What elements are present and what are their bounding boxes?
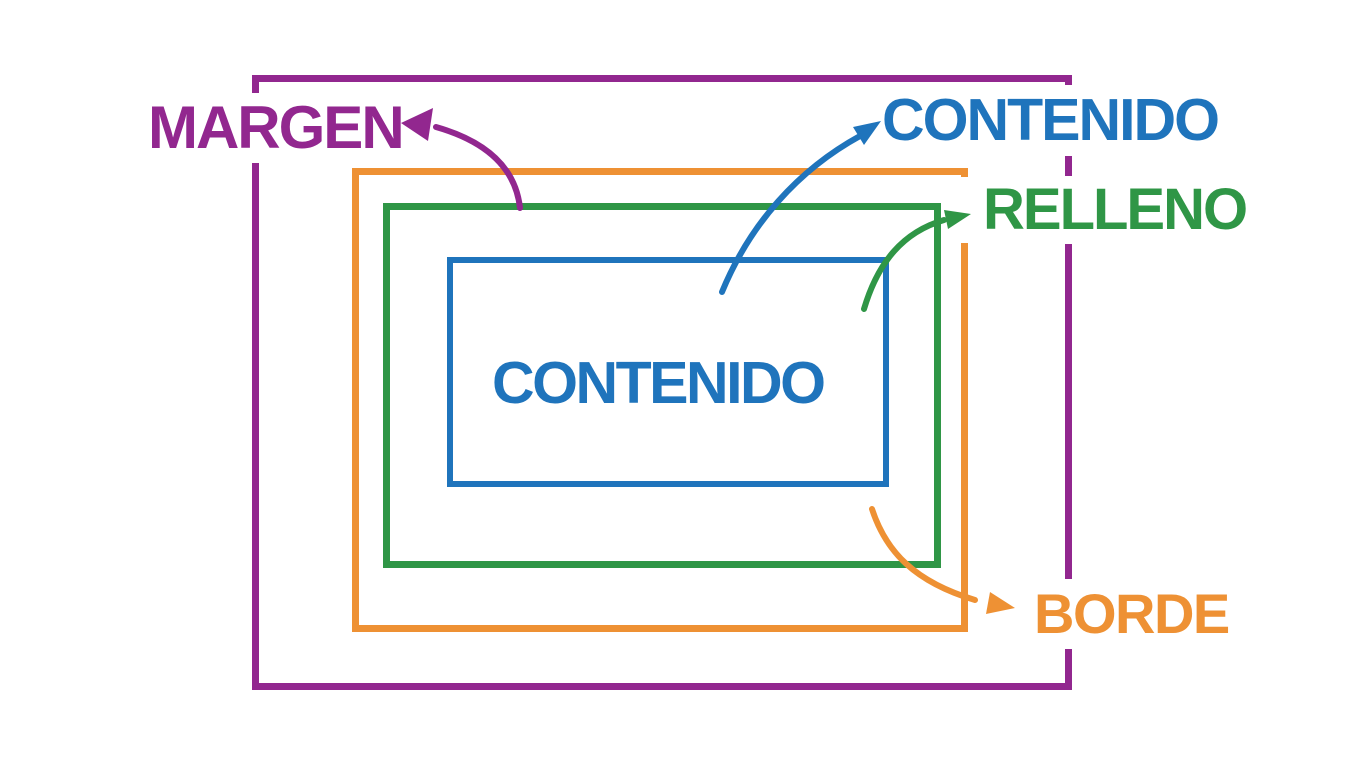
border-outline-gap-patch bbox=[953, 177, 973, 243]
margin-box-outline bbox=[252, 75, 1072, 690]
padding-label: RELLENO bbox=[974, 176, 1256, 244]
content-box-label: CONTENIDO bbox=[492, 350, 826, 416]
border-box-outline bbox=[352, 168, 968, 632]
margin-label: MARGEN bbox=[138, 93, 413, 163]
border-label: BORDE bbox=[1024, 579, 1239, 649]
padding-box-outline bbox=[383, 203, 941, 568]
content-box-outline bbox=[447, 257, 889, 487]
content-callout-label: CONTENIDO bbox=[872, 85, 1228, 156]
